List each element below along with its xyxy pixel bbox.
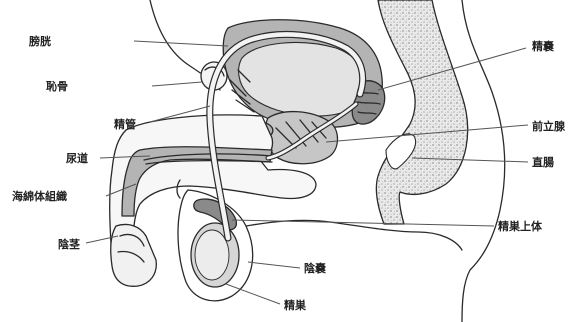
label-rectum: 直腸 bbox=[532, 155, 554, 169]
label-scrotum: 陰嚢 bbox=[304, 261, 327, 275]
glans bbox=[111, 224, 157, 286]
label-prostate: 前立腺 bbox=[532, 119, 566, 133]
label-penis: 陰茎 bbox=[58, 237, 80, 251]
label-seminal-vesicle: 精嚢 bbox=[532, 39, 555, 53]
label-pubic-bone: 恥骨 bbox=[46, 79, 68, 93]
label-urethra: 尿道 bbox=[66, 151, 88, 165]
rectum bbox=[376, 0, 467, 224]
label-epididymis: 精巣上体 bbox=[498, 219, 543, 233]
label-testis: 精巣 bbox=[284, 298, 307, 312]
label-bladder: 膀胱 bbox=[28, 34, 51, 48]
testis-inner bbox=[195, 230, 229, 280]
label-corpus-spongiosum: 海綿体組織 bbox=[12, 189, 67, 203]
label-vas-deferens: 精管 bbox=[114, 117, 136, 131]
